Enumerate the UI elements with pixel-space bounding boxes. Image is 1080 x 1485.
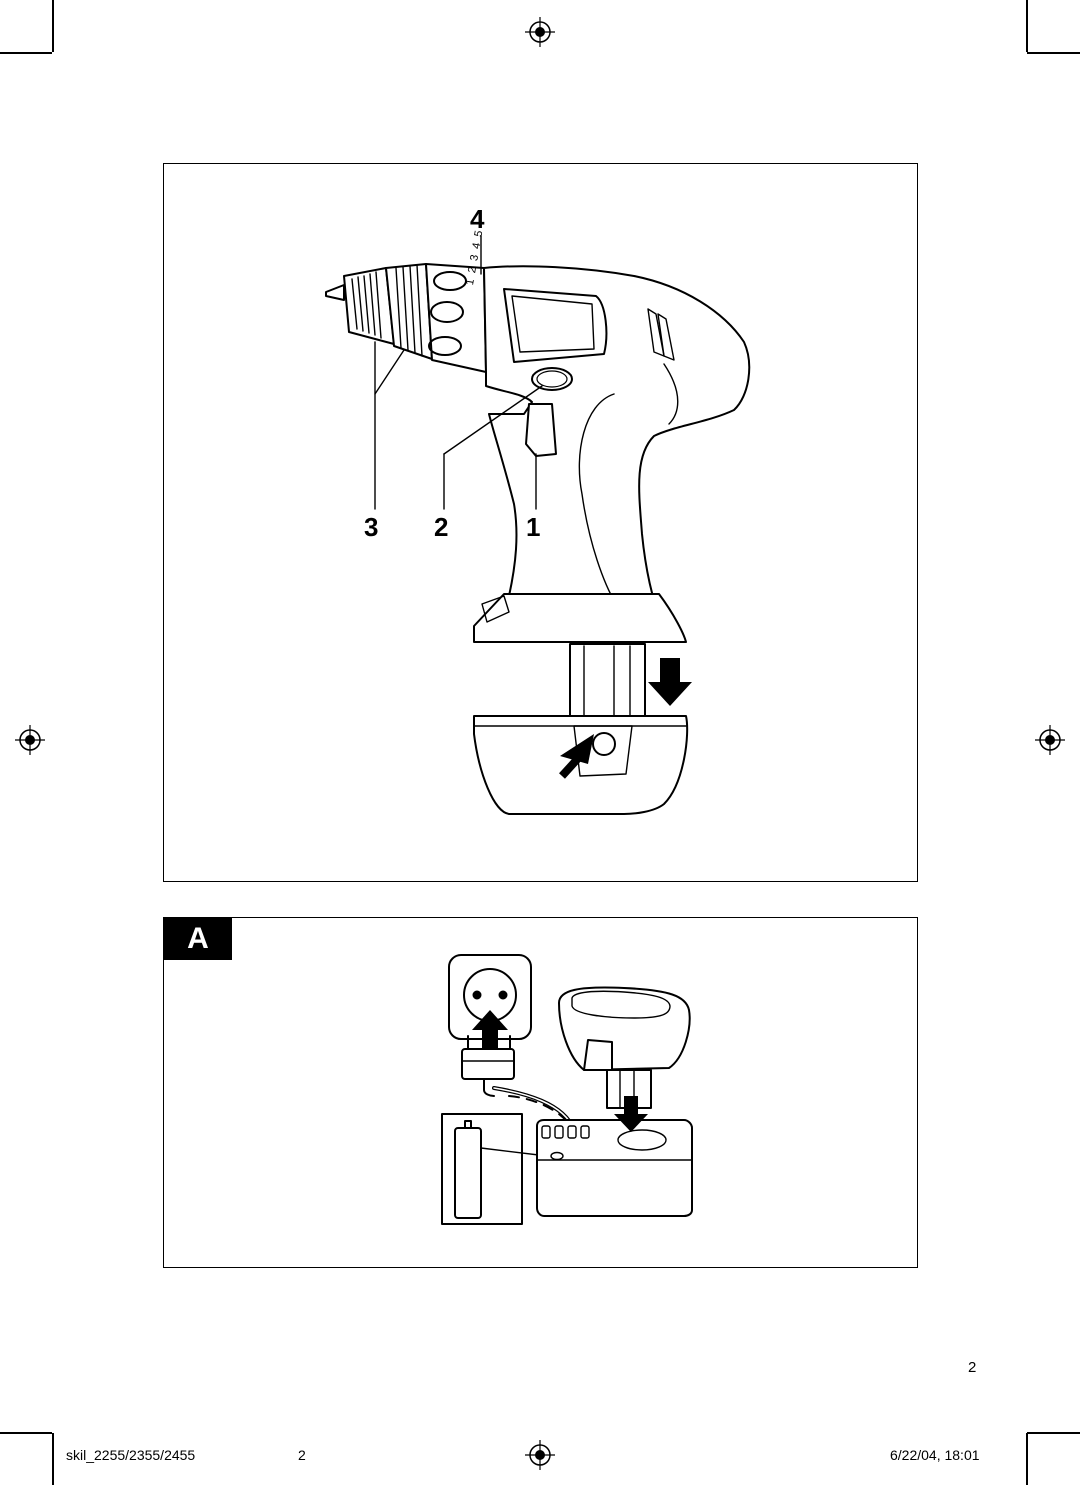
figure-1-frame: 4 3 2 1 1 2 3 4 5: [163, 163, 918, 882]
crop-mark-bottom-right-v: [1026, 1433, 1028, 1485]
gear-scale-4: 4: [470, 241, 484, 250]
figure-a-label: A: [164, 918, 232, 960]
footer-file: skil_2255/2355/2455: [66, 1447, 196, 1463]
footer-page: 2: [298, 1447, 306, 1463]
registration-mark-icon: [525, 17, 555, 47]
callout-4: 4: [470, 204, 485, 234]
crop-mark-top-right-h: [1027, 52, 1080, 54]
gear-scale-5: 5: [472, 229, 486, 238]
gear-scale-3: 3: [468, 253, 482, 262]
callout-3: 3: [364, 512, 379, 542]
registration-mark-icon: [1035, 725, 1065, 755]
crop-mark-bottom-left-v: [52, 1433, 54, 1485]
arrow-icon: [614, 1096, 648, 1132]
arrow-icon: [472, 1010, 508, 1048]
gear-scale-2: 2: [466, 265, 480, 275]
crop-mark-top-right-v: [1026, 0, 1028, 52]
footer-timestamp: 6/22/04, 18:01: [890, 1447, 980, 1463]
drill-illustration: [325, 235, 751, 815]
crop-mark-top-left-h: [0, 52, 52, 54]
arrow-icon: [560, 734, 594, 764]
registration-mark-icon: [15, 725, 45, 755]
figure-a-frame: A: [163, 917, 918, 1268]
registration-mark-icon: [525, 1440, 555, 1470]
crop-mark-top-left-v: [52, 0, 54, 52]
callout-2: 2: [434, 512, 449, 542]
crop-mark-bottom-right-h: [1027, 1432, 1080, 1434]
callout-1: 1: [526, 512, 541, 542]
arrow-icon: [648, 658, 692, 706]
page-number: 2: [968, 1359, 977, 1376]
charger-illustration: [441, 954, 693, 1225]
crop-mark-bottom-left-h: [0, 1432, 52, 1434]
